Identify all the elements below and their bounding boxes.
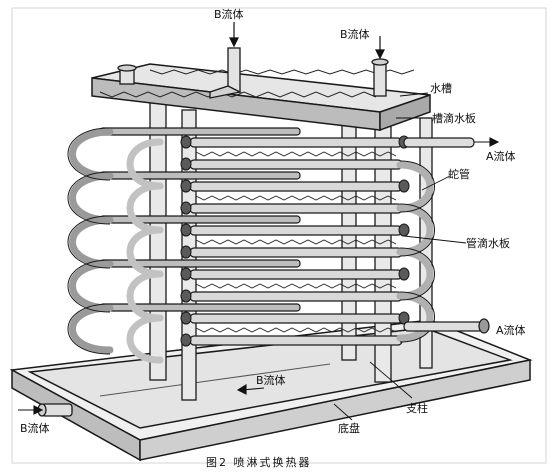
figure-caption: 图2 喷淋式换热器 (206, 455, 312, 469)
u-bends-right-outline (399, 160, 435, 343)
u-bends-left-outline (67, 127, 111, 355)
label-b-fluid-top-right: B流体 (340, 27, 370, 41)
label-a-fluid-in: A流体 (496, 323, 526, 337)
label-b-fluid-bottom: B流体 (256, 373, 286, 387)
tube-drip-plates (195, 151, 397, 333)
water-tank-drawing (91, 63, 431, 132)
label-b-fluid-top-left: B流体 (214, 7, 244, 21)
tube-run (189, 137, 403, 346)
label-water-tank: 水槽 (430, 82, 452, 95)
label-tube-drip-plate: 管滴水板 (466, 236, 510, 250)
label-serpentine-tube: 蛇管 (448, 167, 470, 181)
leader-lines (333, 92, 467, 421)
label-b-fluid-outlet: B流体 (20, 421, 50, 435)
label-tank-drip-plate: 槽滴水板 (432, 111, 476, 125)
label-a-fluid-out: A流体 (486, 149, 516, 163)
label-base-tray: 底盘 (338, 421, 360, 435)
flow-arrows (18, 137, 500, 415)
label-support-column: 支柱 (406, 401, 428, 415)
u-bends-left (69, 128, 164, 364)
b-inlet-pipes (117, 47, 389, 99)
b-inlet-arrows (229, 22, 385, 60)
